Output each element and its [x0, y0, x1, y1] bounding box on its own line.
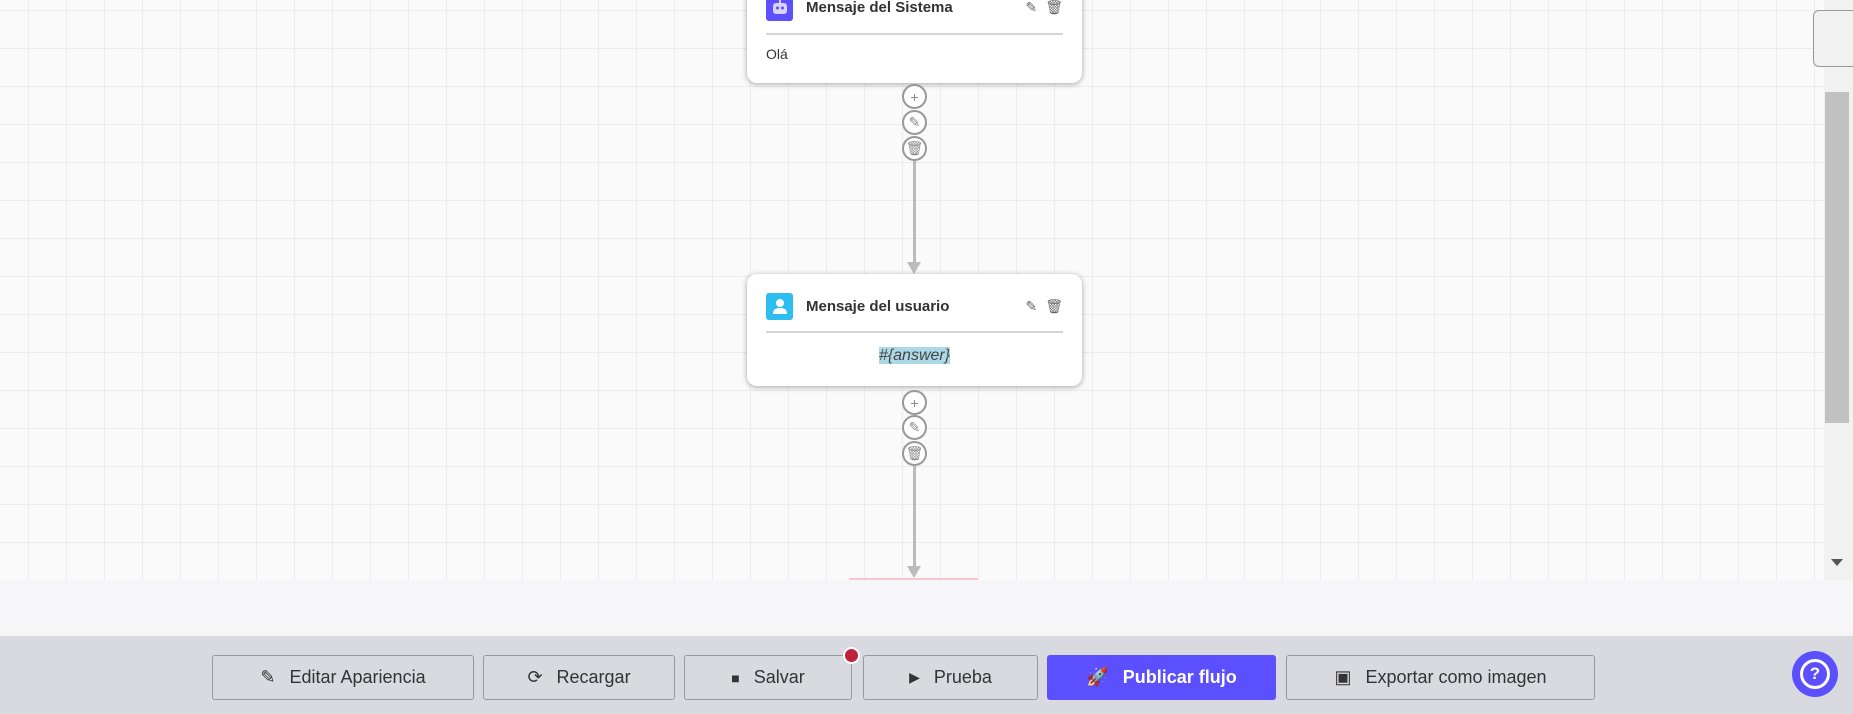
- node-content: Olá: [766, 46, 788, 62]
- node-title: Mensaje del usuario: [806, 297, 950, 315]
- image-icon: ▣: [1334, 667, 1352, 687]
- add-node-button[interactable]: +: [902, 390, 927, 415]
- trash-icon[interactable]: 🗑: [1045, 0, 1063, 15]
- save-button[interactable]: ■Salvar: [684, 655, 852, 700]
- unsaved-indicator-dot: [843, 647, 860, 664]
- save-icon: ■: [731, 669, 740, 686]
- arrow-head: [907, 566, 921, 578]
- refresh-icon: ⟳: [527, 667, 543, 687]
- minimap-panel[interactable]: [1813, 10, 1853, 67]
- play-icon: ▶: [909, 669, 920, 685]
- edit-connection-button[interactable]: ✎: [902, 415, 927, 440]
- node-content: #{answer}: [878, 347, 951, 364]
- edit-icon: ✎: [260, 667, 276, 687]
- node-system-message[interactable]: Mensaje del Sistema ✎ 🗑 Olá: [747, 0, 1082, 83]
- divider: [766, 331, 1063, 333]
- scrollbar-thumb[interactable]: [1825, 92, 1849, 423]
- scroll-down-arrow-icon[interactable]: [1831, 559, 1843, 566]
- edit-connection-button[interactable]: ✎: [902, 110, 927, 135]
- delete-connection-button[interactable]: 🗑: [902, 136, 927, 161]
- test-button[interactable]: ▶Prueba: [863, 655, 1038, 700]
- rocket-icon: 🚀: [1086, 667, 1109, 687]
- arrow-head: [907, 262, 921, 274]
- node-title: Mensaje del Sistema: [806, 0, 953, 16]
- trash-icon[interactable]: 🗑: [1045, 297, 1063, 314]
- robot-icon: [766, 0, 793, 21]
- connector-line: [913, 466, 916, 570]
- connector-line: [913, 161, 916, 263]
- reload-button[interactable]: ⟳Recargar: [483, 655, 675, 700]
- export-image-button[interactable]: ▣Exportar como imagen: [1286, 655, 1595, 700]
- help-button[interactable]: ?: [1792, 651, 1838, 697]
- publish-flow-button[interactable]: 🚀Publicar flujo: [1047, 655, 1276, 700]
- edit-pencil-icon[interactable]: ✎: [1025, 297, 1038, 314]
- next-node-edge: [849, 578, 978, 580]
- node-user-message[interactable]: Mensaje del usuario ✎ 🗑 #{answer}: [747, 274, 1082, 386]
- add-node-button[interactable]: +: [902, 84, 927, 109]
- flow-canvas[interactable]: Mensaje del Sistema ✎🗑 Olá + ✎ 🗑 Mensaje…: [0, 0, 1824, 580]
- question-icon: ?: [1800, 659, 1830, 689]
- user-icon: [766, 292, 793, 320]
- divider: [766, 33, 1063, 35]
- edit-pencil-icon[interactable]: ✎: [1025, 0, 1038, 15]
- edit-appearance-button[interactable]: ✎Editar Apariencia: [212, 655, 474, 700]
- delete-connection-button[interactable]: 🗑: [902, 441, 927, 466]
